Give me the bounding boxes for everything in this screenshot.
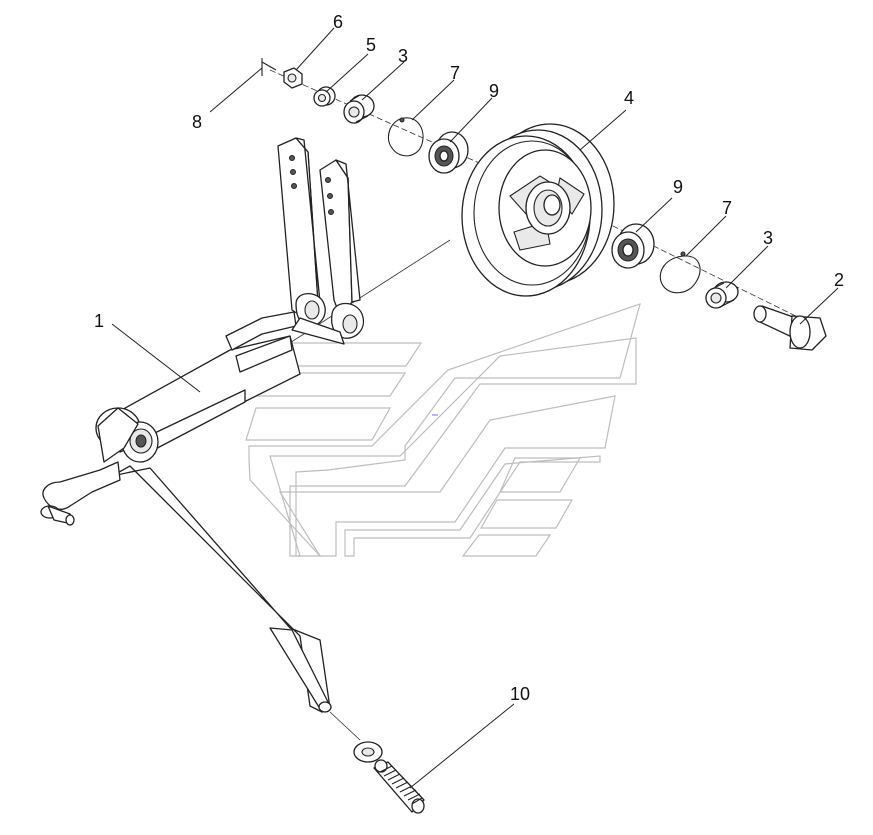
- part-7-retaining-ring-left: [387, 117, 424, 157]
- callout-2: 2: [834, 270, 844, 290]
- part-3-bushing-left: [343, 94, 375, 124]
- part-5-washer: [313, 86, 336, 107]
- callout-8: 8: [192, 112, 202, 132]
- callout-7-left: 7: [450, 63, 460, 83]
- part-2-axle-bolt: [753, 305, 827, 351]
- part-9-bearing-right: [611, 223, 655, 269]
- part-7-retaining-ring-right: [659, 251, 701, 294]
- part-9-bearing-left: [428, 131, 469, 174]
- part-8-cotter-pin: [261, 58, 277, 76]
- part-3-bushing-right: [705, 281, 739, 309]
- callout-7-right: 7: [722, 198, 732, 218]
- callout-4: 4: [624, 88, 634, 108]
- part-4-pulley: [461, 123, 615, 297]
- callout-9-right: 9: [673, 177, 683, 197]
- callout-10: 10: [510, 684, 530, 704]
- callout-1: 1: [94, 311, 104, 331]
- part-10-handle-grip: [353, 741, 425, 814]
- callout-5: 5: [366, 35, 376, 55]
- callout-3-right: 3: [763, 228, 773, 248]
- part-6-castle-nut: [283, 67, 303, 89]
- leader-lines: [111, 27, 839, 789]
- callout-3-left: 3: [398, 46, 408, 66]
- watermark-logo: [245, 303, 641, 557]
- part-1-tension-arm: [40, 137, 365, 713]
- callout-labels: 1 2 3 3 4 5 6 7 7 8 9 9 10: [94, 12, 844, 704]
- callout-9-left: 9: [489, 81, 499, 101]
- callout-6: 6: [333, 12, 343, 32]
